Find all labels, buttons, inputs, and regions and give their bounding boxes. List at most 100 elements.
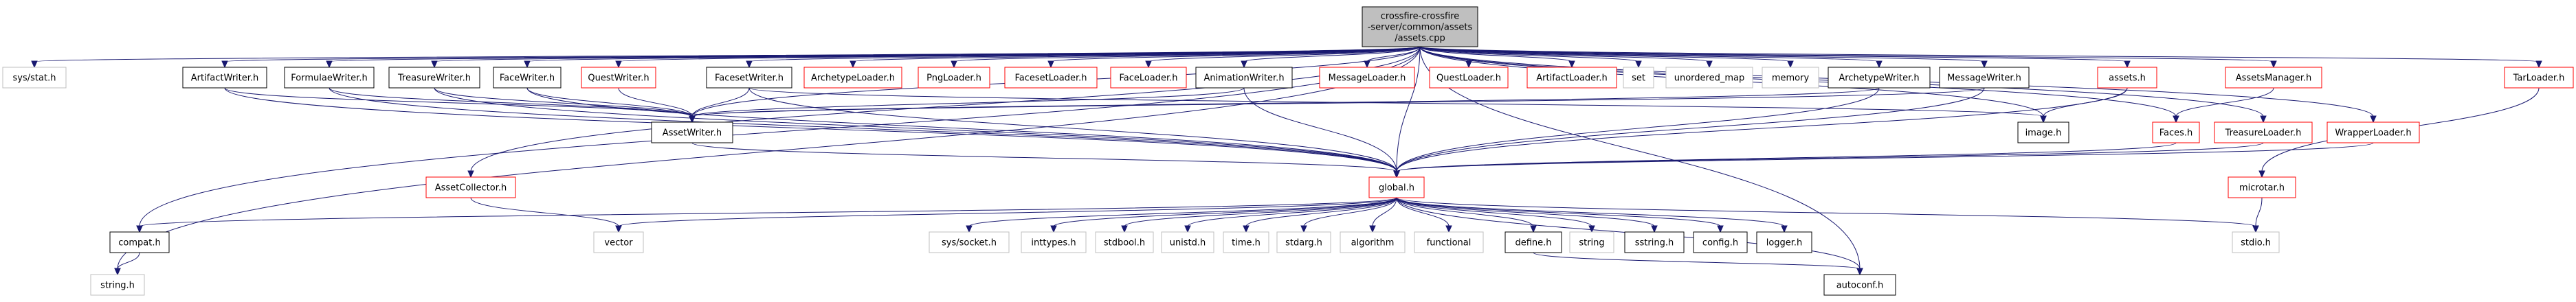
node-box [803,67,902,89]
node-box [1504,231,1562,253]
node-assetwriter[interactable]: AssetWriter.h [651,121,733,143]
node-faces[interactable]: Faces.h [2152,121,2200,143]
node-compat[interactable]: compat.h [109,231,170,253]
edge-global-to-timeh [1243,197,1397,233]
node-artifactwriter[interactable]: ArtifactWriter.h [182,67,267,89]
node-label: assets.h [2109,73,2146,84]
node-config[interactable]: config.h [1693,231,1748,253]
edge-root-to-artifactloader [1419,46,1575,69]
edge-root-to-animationwriter [1241,46,1421,69]
node-sysstat[interactable]: sys/stat.h [2,67,67,89]
node-label: compat.h [118,238,160,248]
edge-global-to-sstring [1396,197,1658,233]
node-box [284,67,375,89]
node-treasureloader[interactable]: TreasureLoader.h [2214,121,2313,143]
node-wrapperloader[interactable]: WrapperLoader.h [2327,121,2420,143]
node-artifactloader[interactable]: ArtifactLoader.h [1526,67,1617,89]
node-sstring[interactable]: sstring.h [1624,231,1685,253]
node-label: stdbool.h [1104,238,1145,248]
node-label: microtar.h [2239,183,2285,194]
node-stdio[interactable]: stdio.h [2232,231,2280,253]
node-unistd[interactable]: unistd.h [1161,231,1214,253]
node-stringh[interactable]: string.h [90,274,145,296]
node-label: vector [604,238,633,248]
node-label: AssetWriter.h [663,128,722,139]
node-image[interactable]: image.h [2017,121,2069,143]
node-box [929,231,1010,253]
node-label: MessageLoader.h [1329,73,1406,84]
node-facesetloader[interactable]: FacesetLoader.h [1004,67,1098,89]
node-label: FacesetWriter.h [715,73,784,84]
node-label: TreasureLoader.h [2225,128,2302,139]
node-box [425,176,516,198]
node-assetcollector[interactable]: AssetCollector.h [425,176,516,198]
node-label: string.h [100,281,135,291]
node-label: Faces.h [2159,128,2193,139]
node-box [1665,67,1753,89]
node-label: unistd.h [1170,238,1206,248]
node-formulaewriter[interactable]: FormulaeWriter.h [284,67,375,89]
node-label: global.h [1379,183,1414,194]
node-label: FormulaeWriter.h [291,73,367,84]
node-archetypeloader[interactable]: ArchetypeLoader.h [803,67,902,89]
node-layer: crossfire-crossfire-server/common/assets… [2,6,2574,296]
node-tarloader[interactable]: TarLoader.h [2504,67,2574,89]
node-timeh[interactable]: time.h [1223,231,1269,253]
node-box [918,67,990,89]
node-algorithm[interactable]: algorithm [1340,231,1406,253]
edge-root-to-archetypewriter [1419,46,1883,69]
node-stdbool[interactable]: stdbool.h [1095,231,1154,253]
node-treasurewriter[interactable]: TreasureWriter.h [388,67,480,89]
node-facesetwriter[interactable]: FacesetWriter.h [706,67,792,89]
node-functional[interactable]: functional [1414,231,1484,253]
node-box [706,67,792,89]
node-facewriter[interactable]: FaceWriter.h [493,67,562,89]
node-box [1362,6,1478,47]
edge-root-to-facesetloader [1047,46,1421,69]
node-box [2228,176,2296,198]
node-microtar[interactable]: microtar.h [2228,176,2296,198]
node-box [1828,67,1931,89]
node-stdarg[interactable]: stdarg.h [1276,231,1331,253]
node-questwriter[interactable]: QuestWriter.h [581,67,656,89]
edge-root-to-pngloader [951,46,1421,69]
node-assetsh[interactable]: assets.h [2097,67,2157,89]
node-syssocket[interactable]: sys/socket.h [929,231,1010,253]
node-unordered-map[interactable]: unordered_map [1665,67,1753,89]
node-box [1110,67,1187,89]
node-box [1368,176,1425,198]
node-label: ArtifactWriter.h [191,73,259,84]
node-animationwriter[interactable]: AnimationWriter.h [1195,67,1293,89]
node-box [1526,67,1617,89]
node-label: stdarg.h [1285,238,1322,248]
node-root[interactable]: crossfire-crossfire-server/common/assets… [1362,6,1478,47]
node-string[interactable]: string [1569,231,1614,253]
node-questloader[interactable]: QuestLoader.h [1429,67,1509,89]
node-faceloader[interactable]: FaceLoader.h [1110,67,1187,89]
node-pngloader[interactable]: PngLoader.h [918,67,990,89]
node-label: unordered_map [1674,73,1745,84]
node-inttypes[interactable]: inttypes.h [1021,231,1087,253]
edge-wrapperloader-to-global [1393,142,2374,178]
edge-global-to-vector [615,197,1397,233]
node-memory[interactable]: memory [1762,67,1819,89]
node-assetsmanager[interactable]: AssetsManager.h [2225,67,2322,89]
node-messageloader[interactable]: MessageLoader.h [1319,67,1415,89]
node-set[interactable]: set [1623,67,1654,89]
node-box [1693,231,1748,253]
node-label: PngLoader.h [926,73,981,84]
node-vector[interactable]: vector [593,231,644,253]
node-archetypewriter[interactable]: ArchetypeWriter.h [1828,67,1931,89]
node-messagewriter[interactable]: MessageWriter.h [1939,67,2030,89]
node-box [1756,231,1812,253]
node-autoconf[interactable]: autoconf.h [1823,274,1896,296]
node-global[interactable]: global.h [1368,176,1425,198]
edge-microtar-to-stdio [2252,197,2263,233]
node-logger[interactable]: logger.h [1756,231,1812,253]
node-label: time.h [1232,238,1261,248]
node-box [593,231,644,253]
node-define[interactable]: define.h [1504,231,1562,253]
edge-global-to-stdio [1396,197,2259,233]
node-box [651,121,733,143]
